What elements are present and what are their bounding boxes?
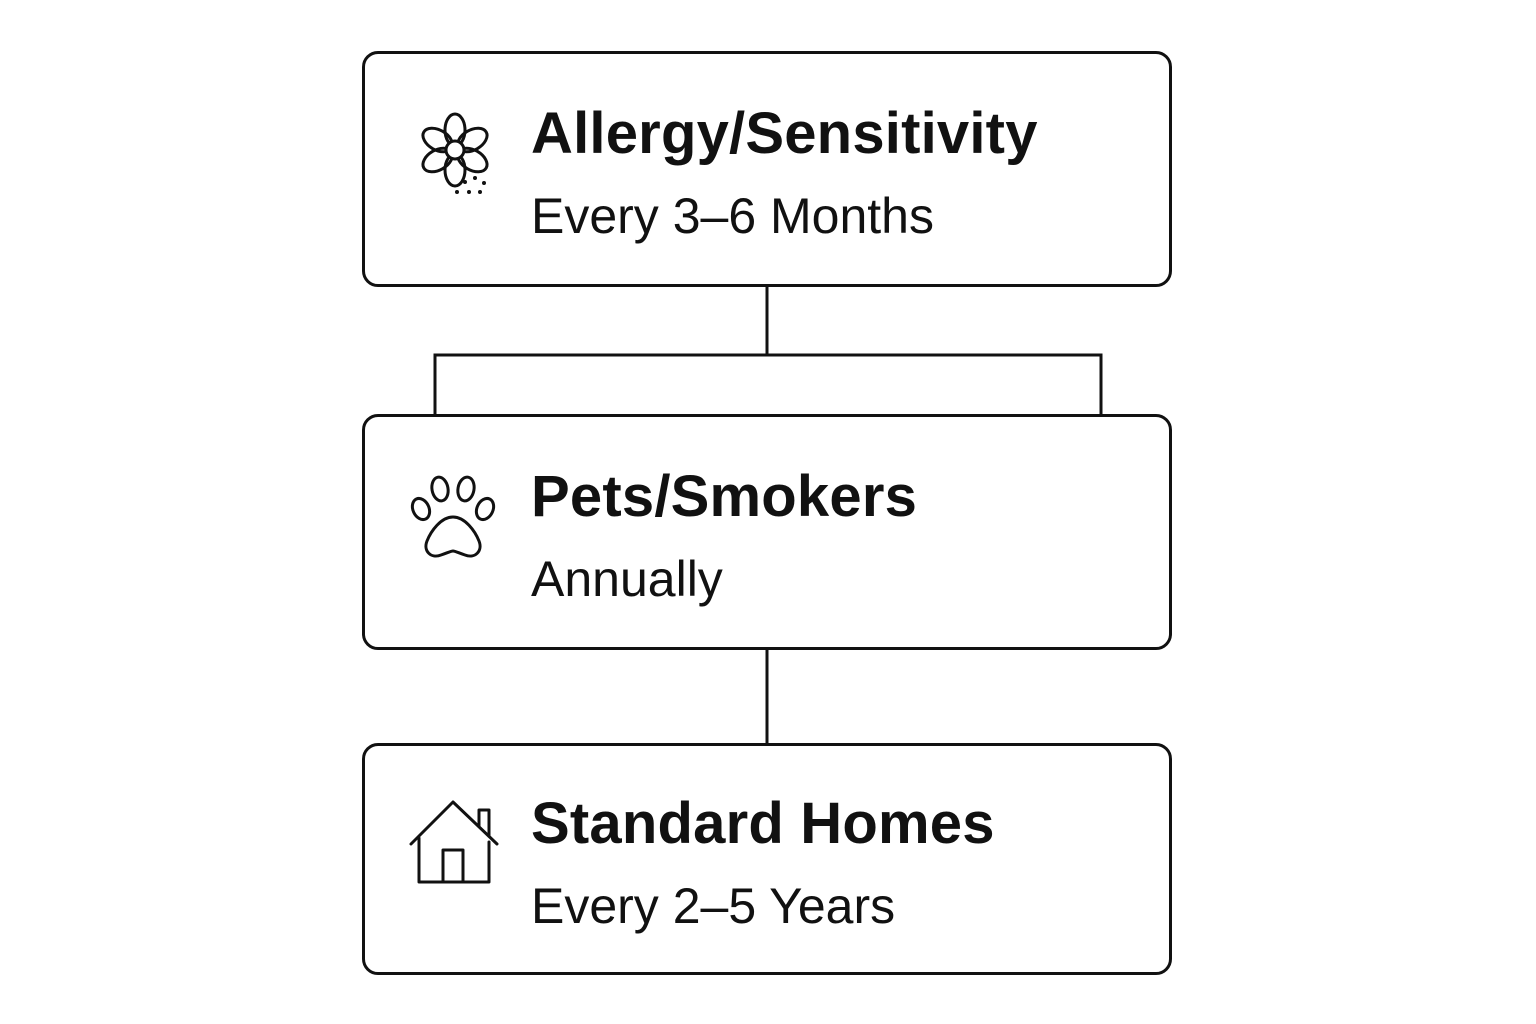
node-standard-homes: Standard Homes Every 2–5 Years xyxy=(362,743,1172,975)
node-frequency: Every 3–6 Months xyxy=(531,188,934,244)
node-frequency: Every 2–5 Years xyxy=(531,878,896,934)
connector-bracket xyxy=(433,353,1103,414)
node-pets-smokers: Pets/Smokers Annually xyxy=(362,414,1172,650)
node-title: Standard Homes xyxy=(531,791,995,856)
node-frequency: Annually xyxy=(531,551,723,607)
house-icon xyxy=(409,800,499,884)
paw-print-icon xyxy=(410,475,496,558)
node-title: Allergy/Sensitivity xyxy=(531,101,1038,166)
flower-pollen-icon xyxy=(421,112,489,194)
node-title: Pets/Smokers xyxy=(531,464,918,529)
node-allergy-sensitivity: Allergy/Sensitivity Every 3–6 Months xyxy=(362,51,1172,287)
